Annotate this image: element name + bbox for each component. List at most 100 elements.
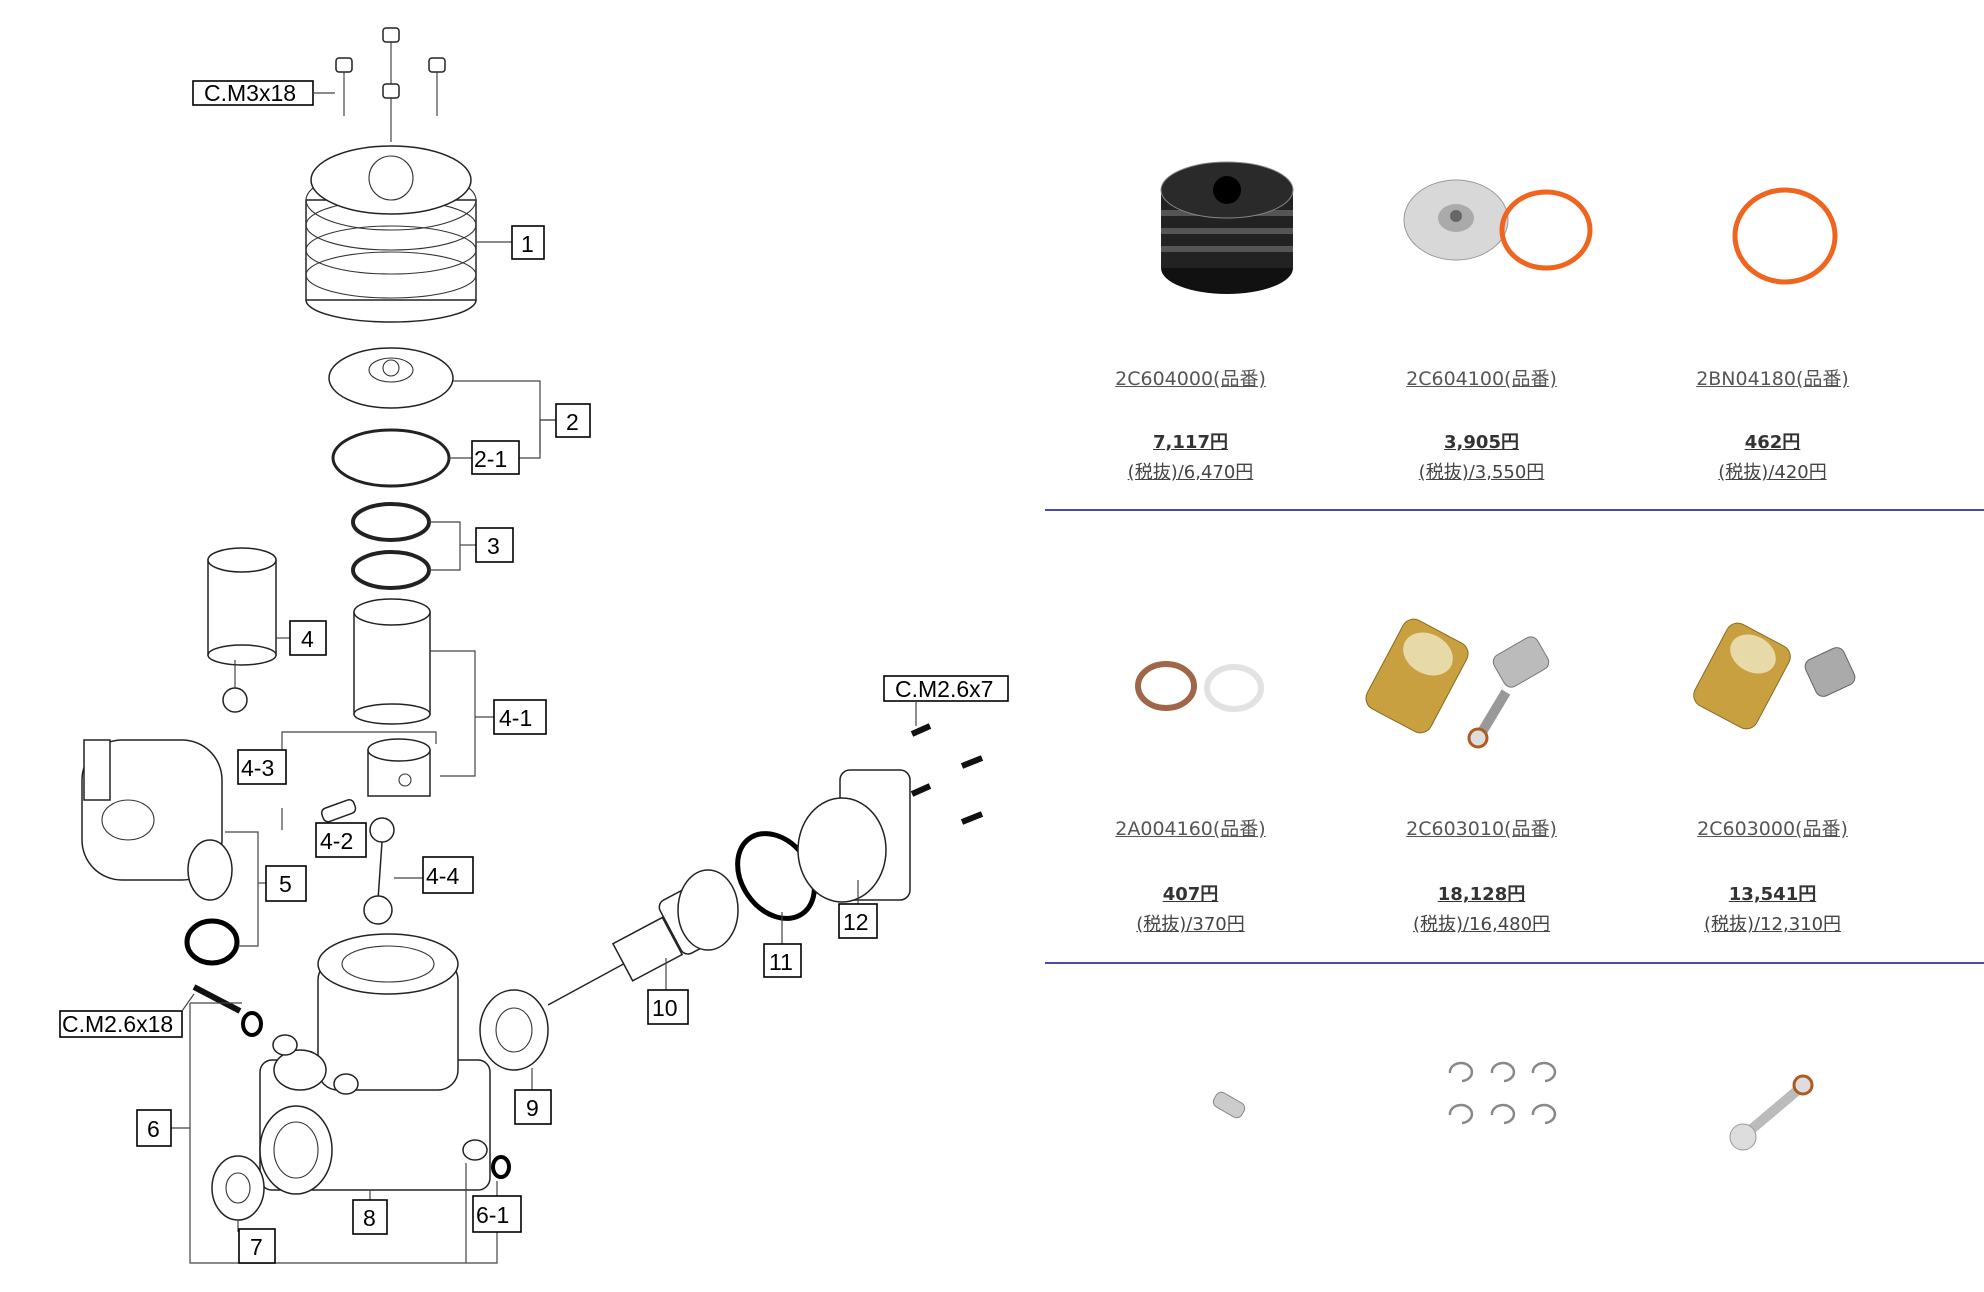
catalog-item-2C603010[interactable]: 2C603010(品番) 18,128円 (税抜)/16,480円 <box>1336 512 1627 962</box>
price-excl-tax[interactable]: (税抜)/370円 <box>1136 914 1245 935</box>
wrist-pin-icon <box>1212 1091 1246 1119</box>
svg-text:4-3: 4-3 <box>241 755 274 781</box>
callout-6: 6 <box>136 1109 172 1147</box>
svg-text:4-4: 4-4 <box>426 863 459 889</box>
callout-4-3: 4-3 <box>237 749 287 785</box>
svg-text:12: 12 <box>843 909 869 935</box>
backplate-screws <box>910 723 984 825</box>
part-number-link[interactable]: 2C604100(品番) <box>1406 368 1557 390</box>
part-rear-bearing <box>211 1155 265 1221</box>
connecting-rod-icon <box>1729 1074 1814 1151</box>
callout-8: 8 <box>352 1199 388 1235</box>
liner-piston-rod-icon <box>1365 618 1550 749</box>
circlip-icon <box>1448 1061 1557 1125</box>
price-incl-tax[interactable]: 18,128円 <box>1437 884 1526 905</box>
part-number-link[interactable]: 2A004160(品番) <box>1115 818 1266 840</box>
svg-text:7: 7 <box>250 1234 263 1260</box>
part-cylinder-liner <box>353 598 431 725</box>
catalog-item-2C604100[interactable]: 2C604100(品番) 3,905円 (税抜)/3,550円 <box>1336 0 1627 510</box>
part-wrist-pin <box>320 798 357 823</box>
catalog-item-2C604000[interactable]: 2C604000(品番) 7,117円 (税抜)/6,470円 <box>1045 0 1336 510</box>
part-plug-right <box>462 1139 488 1161</box>
part-crankcase <box>259 933 491 1195</box>
price-excl-tax[interactable]: (税抜)/16,480円 <box>1412 914 1551 935</box>
top-screws <box>335 27 446 142</box>
exploded-parts-diagram: C.M3x18 <box>59 27 1009 1264</box>
catalog-item-2C603000[interactable]: 2C603000(品番) 13,541円 (税抜)/12,310円 <box>1627 512 1918 962</box>
svg-text:8: 8 <box>363 1205 376 1231</box>
part-head-oring <box>331 428 451 488</box>
price-excl-tax[interactable]: (税抜)/6,470円 <box>1127 462 1254 483</box>
catalog-row-3 <box>1045 965 1984 1292</box>
part-back-plate <box>797 769 911 903</box>
callout-4-1: 4-1 <box>493 699 547 735</box>
catalog-item-2A004160[interactable]: 2A004160(品番) 407円 (税抜)/370円 <box>1045 512 1336 962</box>
catalog-item-circlips[interactable] <box>1336 965 1627 1292</box>
catalog-item-2BN04180[interactable]: 2BN04180(品番) 462円 (税抜)/420円 <box>1627 0 1918 510</box>
callout-2-1: 2-1 <box>471 440 520 475</box>
svg-text:6: 6 <box>147 1116 160 1142</box>
part-carb-screw <box>192 984 242 1014</box>
price-incl-tax[interactable]: 7,117円 <box>1153 432 1228 453</box>
callout-11: 11 <box>763 943 802 978</box>
svg-text:11: 11 <box>769 949 793 975</box>
part-piston <box>367 738 431 797</box>
svg-text:4-1: 4-1 <box>499 705 532 731</box>
part-liner-piston-set <box>207 547 277 713</box>
svg-text:5: 5 <box>279 871 292 897</box>
part-gasket-lower <box>351 550 431 590</box>
screw-label-left: C.M2.6x18 <box>62 1011 173 1037</box>
price-incl-tax[interactable]: 462円 <box>1744 432 1801 453</box>
callout-4-2: 4-2 <box>315 822 367 858</box>
svg-text:4: 4 <box>301 626 314 652</box>
part-cylinder-head <box>305 145 477 323</box>
callout-6-1: 6-1 <box>472 1195 522 1233</box>
svg-text:2-1: 2-1 <box>474 446 507 472</box>
part-head-button <box>328 347 454 409</box>
callout-7: 7 <box>238 1228 276 1264</box>
price-incl-tax[interactable]: 407円 <box>1162 884 1219 905</box>
price-excl-tax[interactable]: (税抜)/3,550円 <box>1418 462 1545 483</box>
part-number-link[interactable]: 2C603010(品番) <box>1406 818 1557 840</box>
screw-label-top: C.M3x18 <box>204 80 296 106</box>
price-excl-tax[interactable]: (税抜)/420円 <box>1718 462 1827 483</box>
svg-text:9: 9 <box>526 1095 539 1121</box>
svg-text:2: 2 <box>566 409 579 435</box>
part-carburetor <box>81 739 233 901</box>
callout-3: 3 <box>475 527 514 563</box>
catalog-item-conrod[interactable] <box>1627 965 1918 1292</box>
part-number-link[interactable]: 2C604000(品番) <box>1115 368 1266 390</box>
callout-4: 4 <box>289 620 327 656</box>
cylinder-head-icon <box>1160 161 1294 294</box>
price-incl-tax[interactable]: 13,541円 <box>1728 884 1817 905</box>
callout-9: 9 <box>514 1089 552 1125</box>
part-number-link[interactable]: 2BN04180(品番) <box>1696 368 1849 390</box>
catalog-row-1: 2C604000(品番) 7,117円 (税抜)/6,470円 2C604100… <box>1045 0 1984 510</box>
callout-12: 12 <box>838 903 878 939</box>
svg-text:1: 1 <box>521 231 534 257</box>
part-number-link[interactable]: 2C603000(品番) <box>1697 818 1848 840</box>
svg-text:3: 3 <box>487 533 500 559</box>
price-excl-tax[interactable]: (税抜)/12,310円 <box>1703 914 1842 935</box>
gasket-icon <box>1135 661 1264 712</box>
screw-label-right: C.M2.6x7 <box>895 676 993 702</box>
catalog-item-wrist-pin[interactable] <box>1045 965 1336 1292</box>
svg-text:10: 10 <box>652 995 678 1021</box>
callout-10: 10 <box>647 989 689 1025</box>
part-plug-oring-left <box>241 1011 263 1037</box>
callout-5: 5 <box>265 865 307 902</box>
part-plug-left <box>272 1034 298 1056</box>
part-plug-oring-right <box>491 1155 511 1179</box>
svg-text:6-1: 6-1 <box>476 1202 509 1228</box>
part-front-bearing <box>479 989 549 1071</box>
row-separator <box>1045 509 1984 511</box>
head-button-oring-icon <box>1403 179 1593 271</box>
svg-text:4-2: 4-2 <box>320 828 353 854</box>
callout-1: 1 <box>511 225 545 260</box>
part-crankshaft <box>547 869 739 1006</box>
callout-2: 2 <box>555 403 591 438</box>
catalog-row-2: 2A004160(品番) 407円 (税抜)/370円 2C603010(品番)… <box>1045 512 1984 962</box>
oring-icon <box>1732 187 1838 285</box>
parts-catalog: 2C604000(品番) 7,117円 (税抜)/6,470円 2C604100… <box>1045 0 1984 1292</box>
price-incl-tax[interactable]: 3,905円 <box>1444 432 1519 453</box>
